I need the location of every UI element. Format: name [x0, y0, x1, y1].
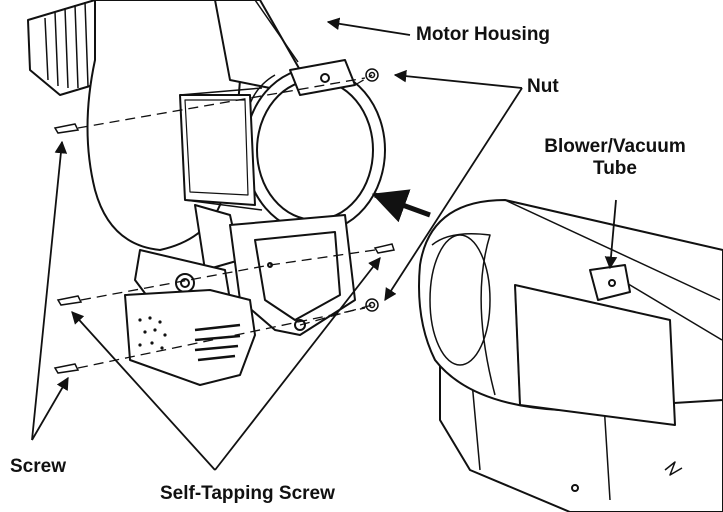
- callout-leaders: [31, 17, 618, 471]
- leader-self-tap-left: [71, 311, 216, 471]
- self-tapping-screw-right: [373, 243, 395, 254]
- hardware-drawing: [53, 68, 395, 374]
- leader-screw-top: [31, 140, 68, 441]
- leader-nut-bottom: [384, 87, 523, 302]
- leader-nut-top: [393, 69, 523, 89]
- screw-middle: [56, 295, 83, 306]
- screw-bottom: [53, 363, 80, 374]
- assembly-lines: [77, 74, 376, 369]
- label-self-tapping-screw: Self-Tapping Screw: [160, 483, 335, 504]
- leader-self-tap-right: [214, 257, 381, 471]
- leader-screw-bottom: [31, 376, 69, 441]
- label-blower-vacuum-tube-line2: Tube: [593, 158, 637, 179]
- label-nut: Nut: [527, 76, 559, 97]
- leader-motor-housing: [326, 17, 411, 36]
- blower-vacuum-tube-drawing: [418, 199, 723, 512]
- screw-top: [53, 123, 80, 134]
- motor-housing-drawing: [27, 0, 431, 386]
- label-screw: Screw: [10, 456, 66, 477]
- label-motor-housing: Motor Housing: [416, 24, 551, 45]
- leader-tube: [604, 199, 618, 270]
- label-blower-vacuum-tube-line1: Blower/Vacuum: [544, 136, 686, 157]
